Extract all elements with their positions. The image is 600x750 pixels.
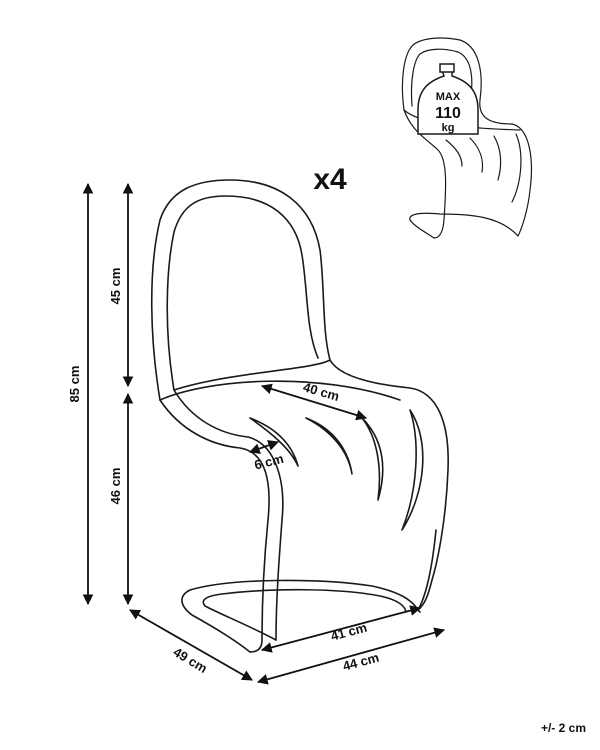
depth-dimension-line (129, 609, 253, 681)
depth-label: 49 cm (171, 644, 210, 676)
weight-label-unit: kg (442, 122, 455, 134)
base-width-label: 41 cm (329, 620, 369, 644)
seat-height-label: 46 cm (108, 468, 123, 505)
seat-thickness-label: 6 cm (253, 451, 285, 473)
weight-label-value: 110 (435, 105, 461, 122)
back-height-label: 45 cm (108, 268, 123, 305)
overall-width-label: 44 cm (341, 650, 381, 674)
weight-label-max: MAX (436, 91, 461, 103)
seat-thickness-dimension-line (248, 440, 280, 454)
seat-width-dimension-line (260, 383, 368, 421)
overall-width-dimension-line (256, 627, 446, 685)
tolerance-note: +/- 2 cm (540, 721, 586, 735)
total-height-label: 85 cm (67, 366, 82, 403)
weight-icon: MAX 110 kg (417, 63, 479, 135)
quantity-label: x4 (313, 163, 347, 196)
weight-chair-outline (401, 37, 533, 239)
main-chair-outline (150, 179, 449, 653)
